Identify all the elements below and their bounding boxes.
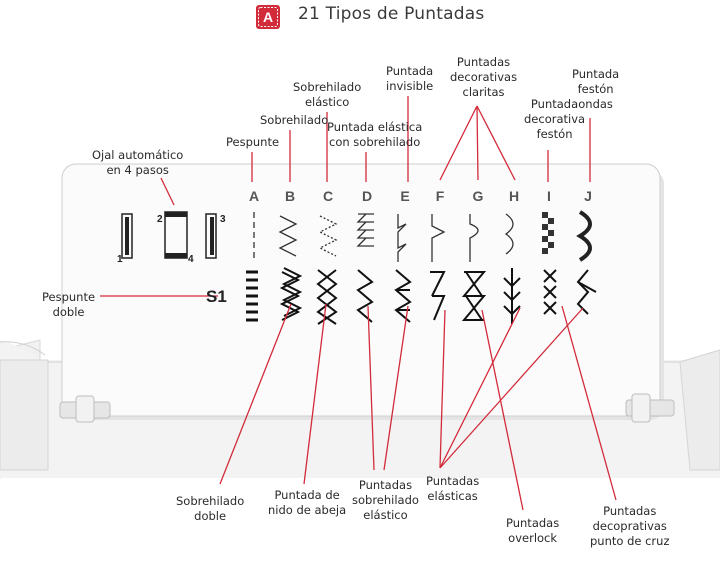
stitch-overlock-g xyxy=(461,271,487,321)
stitch-blind xyxy=(397,214,407,262)
stitch-row-s1 xyxy=(246,267,597,325)
stitch-decorative-h xyxy=(504,213,514,255)
column-letter-g: G xyxy=(472,188,484,204)
stitch-elastic-j xyxy=(576,269,597,315)
label-sobrehilado: Sobrehilado xyxy=(260,113,329,127)
page-title: 21 Tipos de Puntadas xyxy=(298,4,485,24)
stitch-overlock-elastic xyxy=(356,213,374,247)
buttonhole-number: 4 xyxy=(188,254,194,265)
stitch-decorative-g xyxy=(469,214,479,262)
column-letter-b: B xyxy=(284,188,296,204)
column-letter-d: D xyxy=(361,188,373,204)
buttonhole-number: 2 xyxy=(157,214,163,225)
stitch-double-straight xyxy=(246,270,258,322)
callout-lines xyxy=(100,96,617,511)
label-pespunte: Pespunte xyxy=(226,135,280,149)
stitch-double-overlock xyxy=(279,267,303,321)
stitch-cross xyxy=(543,269,557,315)
column-letter-i: I xyxy=(547,188,551,204)
stitch-festoon-waves xyxy=(576,210,592,262)
column-letter-f: F xyxy=(435,188,445,204)
stitch-elastic-h xyxy=(503,268,521,324)
stitch-zigzag xyxy=(278,215,298,257)
stitch-elastic-zigzag xyxy=(318,215,338,257)
row-label-s1: S1 xyxy=(206,287,227,306)
stitch-elastic-f xyxy=(430,271,446,321)
badge-letter: A xyxy=(263,9,273,25)
buttonhole-number: 3 xyxy=(220,214,226,225)
buttonhole-steps-icon: 1 2 4 3 xyxy=(117,211,226,265)
stitch-festoon-decorative xyxy=(542,212,554,254)
column-letter-j: J xyxy=(584,188,592,204)
stitch-decorative-f xyxy=(431,214,446,262)
buttonhole-number: 1 xyxy=(117,254,123,265)
column-letter-e: E xyxy=(400,188,410,204)
brand-badge-icon: A xyxy=(256,5,280,29)
column-letter-a: A xyxy=(248,188,260,204)
column-letter-c: C xyxy=(322,188,334,204)
column-letter-h: H xyxy=(508,188,520,204)
stitch-row-1 xyxy=(253,212,514,262)
header: A 21 Tipos de Puntadas xyxy=(0,0,720,34)
stitch-elastic-overlock-1 xyxy=(356,269,374,323)
